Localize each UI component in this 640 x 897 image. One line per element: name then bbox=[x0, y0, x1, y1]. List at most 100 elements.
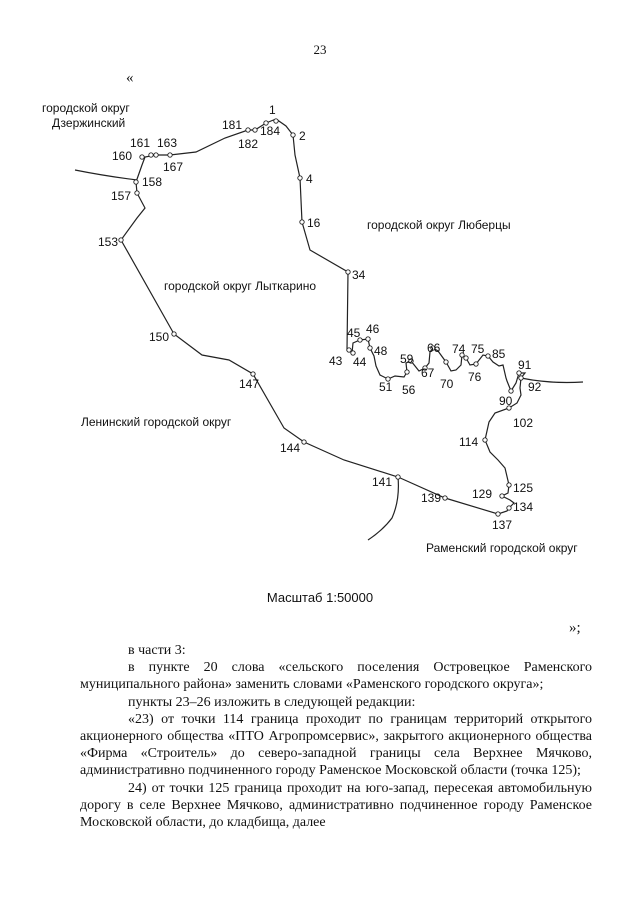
map-point-marker bbox=[422, 365, 428, 371]
map-point-marker bbox=[516, 370, 522, 376]
map-point-marker bbox=[463, 355, 469, 361]
map-point-label: 16 bbox=[307, 216, 321, 230]
map-point-label: 2 bbox=[299, 129, 306, 143]
map-point-label: 90 bbox=[499, 394, 513, 408]
map-point-marker bbox=[506, 505, 512, 511]
map-point-label: 46 bbox=[366, 322, 380, 336]
map-point-label: 153 bbox=[98, 235, 118, 249]
map-point-marker bbox=[506, 482, 512, 488]
map-point-marker bbox=[118, 237, 124, 243]
region-label: Ленинский городской округ bbox=[81, 415, 232, 429]
map-point-label: 92 bbox=[528, 380, 542, 394]
map-point-label: 114 bbox=[459, 435, 478, 449]
map-point-marker bbox=[367, 345, 373, 351]
map-point-label: 150 bbox=[149, 330, 169, 344]
map-point-marker bbox=[506, 405, 512, 411]
map-scale-caption: Масштаб 1:50000 bbox=[266, 590, 374, 605]
map-point-marker bbox=[395, 474, 401, 480]
map-point-marker bbox=[365, 336, 371, 342]
paragraph: пункты 23–26 изложить в следующей редакц… bbox=[128, 694, 416, 710]
map-boundary-line-east bbox=[520, 377, 584, 384]
map-point-label: 182 bbox=[238, 137, 258, 151]
map-point-marker bbox=[171, 331, 177, 337]
map-point-marker bbox=[473, 361, 479, 367]
map-boundary-line-south bbox=[367, 476, 399, 541]
map-point-label: 137 bbox=[492, 518, 512, 532]
map-point-label: 91 bbox=[518, 358, 532, 372]
map-point-marker bbox=[385, 376, 391, 382]
map-point-marker bbox=[482, 437, 488, 443]
map-point-label: 56 bbox=[402, 383, 416, 397]
map-point-label: 45 bbox=[347, 326, 361, 340]
map-point-label: 51 bbox=[379, 380, 393, 394]
map-point-marker bbox=[263, 120, 269, 126]
page-number: 23 bbox=[313, 42, 327, 57]
map-point-marker bbox=[133, 179, 139, 185]
map-point-marker bbox=[499, 493, 505, 499]
map-point-label: 43 bbox=[329, 354, 343, 368]
map-point-marker bbox=[408, 358, 414, 364]
map-point-marker bbox=[442, 495, 448, 501]
map-point-marker bbox=[357, 337, 363, 343]
map-point-label: 102 bbox=[513, 416, 533, 430]
map-point-label: 161 bbox=[130, 136, 150, 150]
map-point-label: 167 bbox=[163, 160, 183, 174]
map-point-label: 44 bbox=[353, 355, 367, 369]
map-point-marker bbox=[495, 511, 501, 517]
map-point-marker bbox=[252, 127, 258, 133]
map-point-marker bbox=[301, 439, 307, 445]
map-point-marker bbox=[404, 369, 410, 375]
paragraph: 24) от точки 125 граница проходит на юго… bbox=[80, 780, 592, 831]
map-point-marker bbox=[153, 152, 159, 158]
region-label: Раменский городской округ bbox=[426, 541, 578, 555]
closing-quote: »; bbox=[569, 620, 581, 636]
map-point-label: 4 bbox=[306, 172, 313, 186]
map-point-label: 139 bbox=[421, 491, 441, 505]
map-point-label: 34 bbox=[352, 268, 366, 282]
map-point-marker bbox=[508, 388, 514, 394]
map-point-marker bbox=[459, 352, 465, 358]
map-point-marker bbox=[134, 190, 140, 196]
map-point-label: 144 bbox=[280, 441, 300, 455]
map-boundary-line-dzer bbox=[74, 169, 138, 181]
map-point-marker bbox=[245, 127, 251, 133]
map-point-label: 48 bbox=[374, 344, 388, 358]
map-point-marker bbox=[350, 350, 356, 356]
map-point-label: 134 bbox=[513, 500, 533, 514]
map-point-marker bbox=[139, 154, 145, 160]
map-point-label: 59 bbox=[400, 352, 414, 366]
map-point-label: 181 bbox=[222, 118, 242, 132]
region-label: городской округ Лыткарино bbox=[164, 279, 316, 293]
map-point-label: 85 bbox=[492, 347, 506, 361]
map-point-marker bbox=[290, 132, 296, 138]
opening-quote: « bbox=[126, 70, 134, 86]
region-label: Дзержинский bbox=[52, 116, 125, 130]
paragraph: «23) от точки 114 граница проходит по гр… bbox=[80, 711, 592, 779]
map-point-marker bbox=[297, 175, 303, 181]
map-point-label: 75 bbox=[471, 342, 485, 356]
map-point-marker bbox=[167, 152, 173, 158]
map-point-marker bbox=[485, 353, 491, 359]
map-point-label: 76 bbox=[468, 370, 482, 384]
map-point-label: 163 bbox=[157, 136, 177, 150]
document-body: в части 3: в пункте 20 слова «сельского … bbox=[80, 642, 592, 831]
map-point-marker bbox=[345, 269, 351, 275]
map-point-label: 70 bbox=[440, 377, 454, 391]
map-point-marker bbox=[430, 345, 436, 351]
map-point-label: 67 bbox=[421, 366, 435, 380]
map-point-label: 184 bbox=[260, 124, 280, 138]
map-point-label: 160 bbox=[112, 149, 132, 163]
map-point-label: 1 bbox=[269, 103, 276, 117]
map-point-label: 158 bbox=[142, 175, 162, 189]
paragraph: в пункте 20 слова «сельского поселения О… bbox=[80, 660, 592, 693]
map-point-label: 74 bbox=[452, 342, 466, 356]
region-label: городской округ bbox=[42, 101, 130, 115]
map-boundary-polygon bbox=[120, 118, 527, 515]
map-point-label: 125 bbox=[513, 481, 533, 495]
map-point-label: 141 bbox=[372, 475, 392, 489]
map-point-marker bbox=[250, 371, 256, 377]
region-label: городской округ Люберцы bbox=[367, 218, 511, 232]
map-point-label: 129 bbox=[472, 487, 492, 501]
map-point-marker bbox=[518, 375, 524, 381]
map-point-marker bbox=[299, 219, 305, 225]
